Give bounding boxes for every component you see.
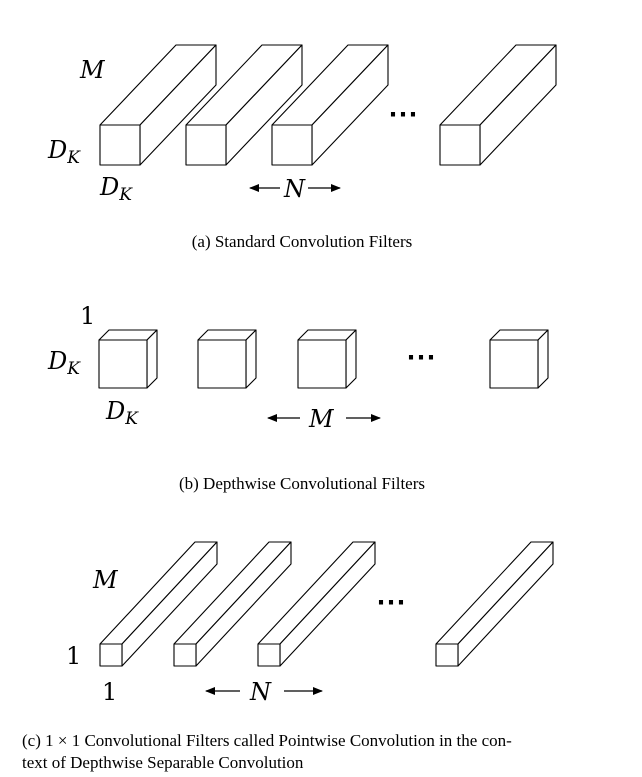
standard-filter-4 <box>439 44 557 166</box>
depthwise-filter-2 <box>197 329 257 389</box>
depthwise-filter-boxes <box>98 329 549 389</box>
depthwise-filter-1 <box>98 329 158 389</box>
caption-b: (b) Depthwise Convolutional Filters <box>179 474 425 493</box>
standard-filter-boxes <box>99 44 557 166</box>
count-label-b: M <box>308 405 335 433</box>
count-label-a: N <box>283 175 306 203</box>
depth-label-a: M <box>79 56 106 84</box>
ellipsis-a: ⋯ <box>388 97 418 132</box>
pointwise-filter-1 <box>99 541 218 667</box>
pointwise-filter-3 <box>257 541 376 667</box>
ellipsis-b: ⋯ <box>406 340 436 375</box>
width-label-a: DK <box>99 173 133 205</box>
caption-c-line1: (c) 1 × 1 Convolutional Filters called P… <box>22 731 512 750</box>
panel-a: M DK DK N ⋯ (a) Standard Convolution Fil… <box>47 44 557 251</box>
height-label-a: DK <box>47 136 81 168</box>
pointwise-filter-2 <box>173 541 292 667</box>
ellipsis-c: ⋯ <box>376 585 406 620</box>
depth-label-c: M <box>92 566 119 594</box>
standard-filter-2 <box>185 44 303 166</box>
standard-filter-3 <box>271 44 389 166</box>
depthwise-filter-3 <box>297 329 357 389</box>
count-label-c: N <box>249 678 272 706</box>
height-label-b: DK <box>47 347 81 379</box>
standard-filter-1 <box>99 44 217 166</box>
pointwise-filter-4 <box>435 541 554 667</box>
pointwise-filter-boxes <box>99 541 554 667</box>
caption-a: (a) Standard Convolution Filters <box>192 232 413 251</box>
depthwise-filter-4 <box>489 329 549 389</box>
caption-c-line2: text of Depthwise Separable Convolution <box>22 753 304 772</box>
width-label-c: 1 <box>102 678 117 706</box>
panel-b: 1 DK DK M ⋯ (b) Depthwise Convolutional … <box>47 302 549 493</box>
depth-label-b: 1 <box>80 302 95 330</box>
width-label-b: DK <box>105 397 139 429</box>
panel-c: M 1 1 N ⋯ (c) 1 × 1 Convolutional Filter… <box>22 541 554 772</box>
height-label-c: 1 <box>66 642 81 670</box>
